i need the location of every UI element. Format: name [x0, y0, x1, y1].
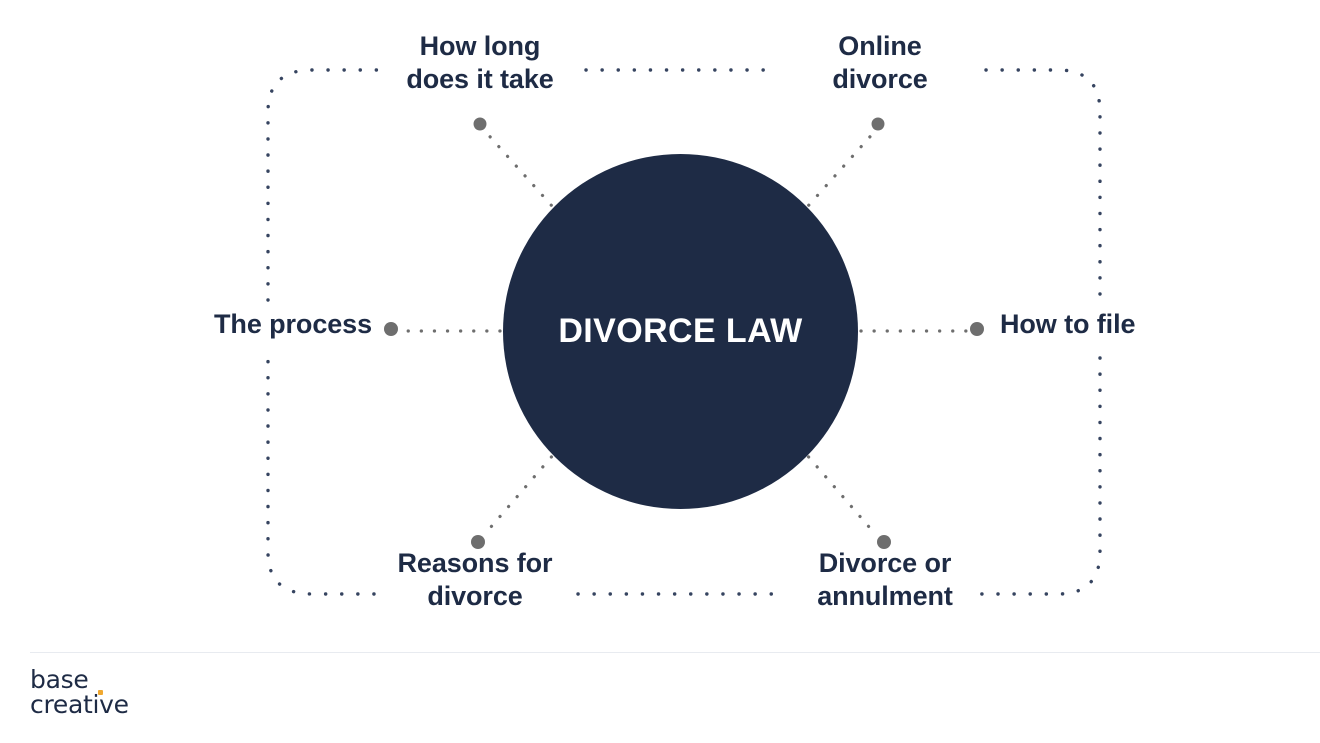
radial-spokes	[397, 128, 970, 537]
logo-line-creative: creative	[30, 689, 129, 719]
node-label-how-long-line2: does it take	[406, 63, 554, 94]
node-label-how-long: How long does it take	[330, 30, 630, 96]
node-label-divorce-or-annulment: Divorce or annulment	[740, 547, 1030, 613]
node-label-online-divorce-line1: Online	[838, 31, 922, 61]
node-label-reasons-for-divorce-line1: Reasons for	[397, 548, 553, 578]
node-label-online-divorce: Online divorce	[735, 30, 1025, 96]
node-label-the-process-line1: The process	[214, 309, 372, 339]
node-label-how-long-line1: How long	[419, 31, 541, 61]
ring-segment-bl	[266, 356, 376, 596]
node-label-reasons-for-divorce: Reasons for divorce	[325, 547, 625, 613]
hub-label: DIVORCE LAW	[558, 311, 803, 350]
node-dot-how-to-file	[970, 322, 984, 336]
node-label-divorce-or-annulment-line2: annulment	[817, 580, 953, 611]
spoke-how-long	[482, 128, 562, 217]
logo-line-creative-wrap: creative	[30, 689, 260, 719]
spoke-reasons	[482, 445, 562, 537]
node-dot-online	[871, 117, 885, 131]
ring-segment-tr	[984, 68, 1102, 302]
node-dots	[384, 117, 984, 549]
node-dot-the-process	[384, 322, 398, 336]
spoke-online	[798, 128, 878, 217]
base-creative-logo: base creative	[30, 665, 260, 728]
logo-line-base: base	[30, 665, 89, 694]
central-hub-circle: DIVORCE LAW	[503, 154, 858, 509]
node-dot-reasons	[471, 535, 485, 549]
connector-layer	[266, 68, 1102, 596]
node-label-how-to-file: How to file	[1000, 308, 1300, 341]
node-label-divorce-or-annulment-line1: Divorce or	[818, 548, 952, 578]
node-dot-how-long	[473, 117, 487, 131]
node-label-online-divorce-line2: divorce	[832, 63, 928, 94]
node-label-how-to-file-line1: How to file	[1000, 309, 1136, 339]
ring-segment-tl	[266, 68, 394, 302]
footer-divider	[30, 652, 1320, 653]
logo-accent-dot-icon	[98, 689, 103, 695]
spoke-annulment	[798, 445, 878, 537]
node-dot-annulment	[877, 535, 891, 549]
node-label-reasons-for-divorce-line2: divorce	[427, 580, 523, 611]
node-label-the-process: The process	[100, 308, 372, 341]
outer-dotted-ring	[266, 68, 1102, 596]
